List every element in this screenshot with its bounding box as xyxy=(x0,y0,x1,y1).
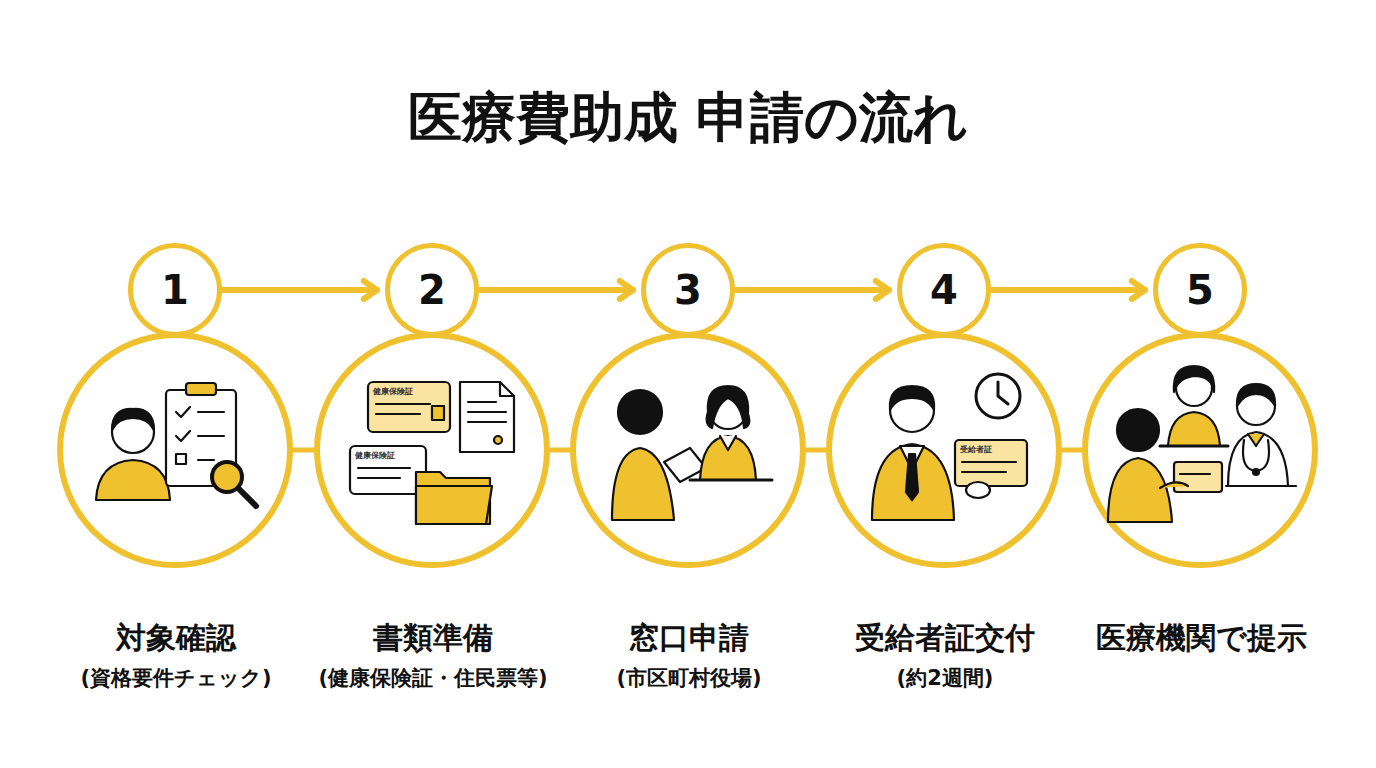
step-circle: 対象確認(資格要件チェック) xyxy=(57,332,293,568)
step-detail: (健康保険証・住民票等) xyxy=(260,664,606,692)
link-line xyxy=(550,450,570,451)
step-label: 対象確認 xyxy=(3,618,349,659)
step-label: 医療機関で提示 xyxy=(1028,618,1374,659)
card-text: 健康保険証 xyxy=(355,450,395,461)
card-text: 受給者証 xyxy=(960,444,992,455)
step-number-circle: 3 xyxy=(641,243,735,337)
step-label: 窓口申請 xyxy=(516,618,862,659)
diagram-title: 医療費助成 申請の流れ xyxy=(0,82,1376,155)
link-line xyxy=(1062,450,1082,451)
flow-arrow xyxy=(991,281,1145,299)
step-number-circle: 4 xyxy=(897,243,991,337)
flow-arrow xyxy=(479,281,633,299)
step-number-circle: 5 xyxy=(1153,243,1247,337)
step-number: 1 xyxy=(133,248,217,332)
step-circle: 書類準備(健康保険証・住民票等) xyxy=(314,332,550,568)
step-label: 書類準備 xyxy=(260,618,606,659)
flow-arrow xyxy=(735,281,889,299)
step-detail: (市区町村役場) xyxy=(516,664,862,692)
step-number: 2 xyxy=(390,248,474,332)
step-detail: (資格要件チェック) xyxy=(3,664,349,692)
flow-arrow xyxy=(222,281,377,299)
step-label: 受給者証交付 xyxy=(772,618,1118,659)
link-line xyxy=(293,450,314,451)
step-circle: 受給者証交付(約2週間) xyxy=(826,332,1062,568)
step-circle: 医療機関で提示 xyxy=(1082,332,1318,568)
step-number: 5 xyxy=(1158,248,1242,332)
link-line xyxy=(806,450,826,451)
step-circle: 窓口申請(市区町村役場) xyxy=(570,332,806,568)
step-number-circle: 1 xyxy=(128,243,222,337)
card-text: 健康保険証 xyxy=(373,386,413,397)
step-detail: (約2週間) xyxy=(772,664,1118,692)
step-number-circle: 2 xyxy=(385,243,479,337)
step-number: 4 xyxy=(902,248,986,332)
step-number: 3 xyxy=(646,248,730,332)
